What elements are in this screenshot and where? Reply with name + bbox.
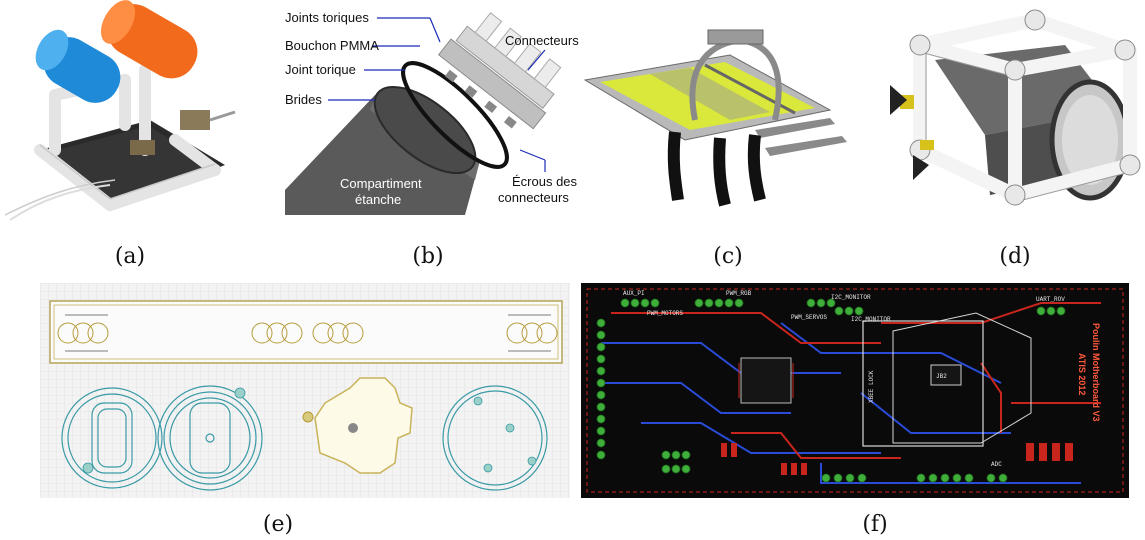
label-joint-torique: Joint torique [285,62,356,77]
panel-a-rov-photo [0,0,245,235]
xbee-module-outline [862,320,984,447]
sled-render [583,29,847,207]
cad-drawing [40,283,570,498]
label-joints-toriques: Joints toriques [285,10,369,25]
caption-a: (a) [114,244,146,269]
panel-d-rov-model [885,0,1145,235]
lock-label: XBEE LOCK [868,370,875,403]
jb2-label: JB2 [936,373,947,380]
pwm-servos-label: PWM_SERVOS [791,314,827,321]
caption-f: (f) [862,512,888,537]
blue-float [35,29,121,103]
i2c-monitor-label: I2C_MONITOR [831,294,871,301]
adc-label: ADC [991,461,1002,468]
label-brides: Brides [285,92,322,107]
pwm-motors-label: PWM_MOTORS [647,310,683,317]
thruster-icon [890,85,934,180]
motor-icon [180,110,210,130]
label-compartiment: Compartiment [340,176,422,191]
pcb-layout: JB2 XBEE LOCK AUX_PI PWM_RGB I [586,288,1124,493]
pwm-rgb-label: PWM_RGB [726,290,752,297]
caption-b: (b) [412,244,444,269]
panel-f-pcb-layout: JB2 XBEE LOCK AUX_PI PWM_RGB I [581,283,1129,498]
caption-c: (c) [713,244,743,269]
label-bouchon-pmma: Bouchon PMMA [285,38,379,53]
compartment-diagram: Joints toriques Bouchon PMMA Joint toriq… [285,10,579,215]
pcb-title: Poulin Motherboard V3 [1091,323,1101,422]
label-ecrous: Écrous des [512,174,578,189]
rov-model-render [890,9,1141,206]
aux-pi-label: AUX_PI [623,290,645,297]
caption-e: (e) [262,512,294,537]
label-connecteurs: Connecteurs [505,33,579,48]
panel-e-cad-drawing [40,283,570,498]
label-ecrous-connecteurs: connecteurs [498,190,569,205]
panel-c-sled [580,0,850,235]
i2c-monitor-2-label: I2C_MONITOR [851,316,891,323]
panel-b-compartment: Joints toriques Bouchon PMMA Joint toriq… [280,0,580,235]
label-etanche: étanche [355,192,401,207]
caption-d: (d) [999,244,1031,269]
rov-photo-illustration [4,0,236,221]
o-ring-shape [401,61,509,169]
mcu-chip [740,357,792,404]
orange-float [100,0,198,79]
uart-rov-label: UART_ROV [1036,296,1065,303]
pcb-subtitle: ATIS 2012 [1077,353,1087,395]
